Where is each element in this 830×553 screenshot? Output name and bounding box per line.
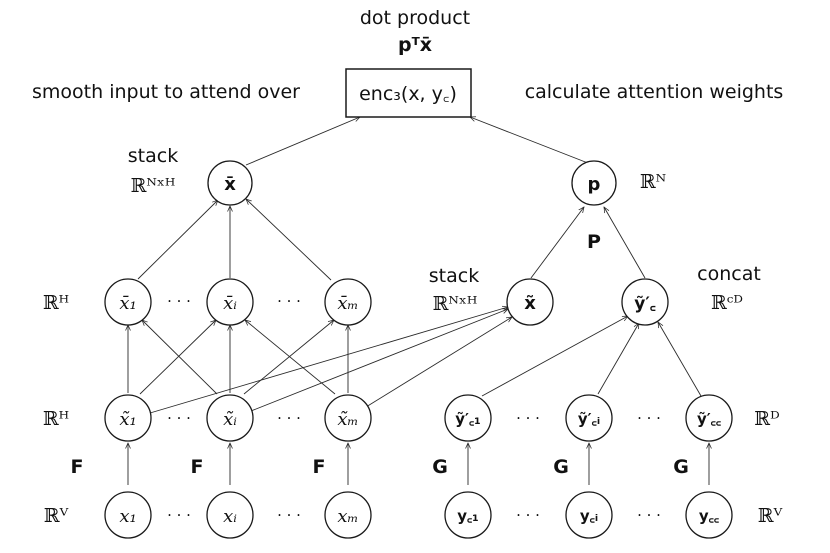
- node-xtildei-label: x̃ᵢ: [223, 409, 237, 430]
- edge-p-enc: [470, 117, 594, 166]
- node-yp-cc-label: ỹ′꜀꜀: [697, 410, 721, 428]
- h-space-row2: ℝᴴ: [43, 292, 69, 314]
- F-label-3: F: [313, 456, 326, 478]
- ellipsis-r3-c: · · ·: [516, 409, 540, 427]
- node-yprime-c: ỹ′꜀: [621, 278, 669, 326]
- stack-mid-label: stack: [429, 265, 479, 287]
- node-xbari: x̄ᵢ: [206, 278, 254, 326]
- P-label: P: [587, 231, 601, 253]
- node-y-ci: y꜀ᵢ: [565, 491, 613, 539]
- edges: [128, 117, 709, 485]
- node-x1-label: x₁: [119, 506, 136, 527]
- node-xtildem-label: x̃ₘ: [337, 409, 358, 430]
- h-space-row3: ℝᴴ: [43, 408, 69, 430]
- p-space: ℝᴺ: [640, 171, 666, 193]
- edge-xtilde-p: [530, 207, 584, 279]
- v-space-left: ℝⱽ: [44, 505, 69, 527]
- edge-xtm-xbi: [245, 320, 336, 395]
- node-y-c1-label: y꜀₁: [457, 507, 479, 525]
- edge-xbar-enc: [245, 117, 360, 166]
- G-label-3: G: [673, 456, 689, 478]
- node-y-ci-label: y꜀ᵢ: [580, 507, 598, 525]
- node-xtilde1: x̃₁: [104, 394, 152, 442]
- edge-xt1-xbi: [139, 320, 216, 395]
- header-formula: pᵀx̄: [398, 34, 432, 56]
- node-xbar1-label: x̄₁: [119, 293, 136, 314]
- edge-xbarm-xbar: [246, 199, 332, 281]
- ellipsis-r2-a: · · ·: [167, 292, 191, 310]
- ellipsis-r4-d: · · ·: [637, 506, 661, 524]
- edge-xti-xb1: [142, 320, 218, 395]
- ellipsis-r4-c: · · ·: [516, 506, 540, 524]
- node-yp-cc: ỹ′꜀꜀: [685, 394, 733, 442]
- edge-ycprime-p: [604, 207, 646, 279]
- node-xbarm-label: x̄ₘ: [337, 293, 358, 314]
- node-xi: xᵢ: [206, 491, 254, 539]
- concat-label: concat: [697, 263, 761, 285]
- node-xm: xₘ: [324, 491, 372, 539]
- node-xi-label: xᵢ: [223, 506, 237, 527]
- G-label-2: G: [553, 456, 569, 478]
- node-yp-c1-label: ỹ′꜀₁: [455, 410, 481, 428]
- F-label-2: F: [191, 456, 204, 478]
- left-caption: smooth input to attend over: [32, 81, 300, 103]
- node-xtildem: x̃ₘ: [324, 394, 372, 442]
- d-space: ℝᴰ: [754, 408, 779, 430]
- node-xm-label: xₘ: [337, 506, 358, 527]
- F-label-1: F: [71, 456, 84, 478]
- edge-xti-xtilde: [250, 309, 508, 412]
- ellipsis-r3-a: · · ·: [167, 409, 191, 427]
- G-label-1: G: [432, 456, 448, 478]
- node-xbari-label: x̄ᵢ: [223, 293, 237, 314]
- stack-top-space: ℝᴺˣᴴ: [131, 175, 176, 197]
- node-xbarm: x̄ₘ: [324, 278, 372, 326]
- node-xbar: x̄: [207, 160, 253, 206]
- edge-xbar1-xbar: [137, 200, 218, 280]
- edge-xti-xbm: [243, 320, 334, 395]
- edge-yc1-concat: [481, 316, 628, 397]
- edge-xt1-xtilde: [149, 307, 508, 414]
- enc-box-label: enc₃(x, y꜀): [359, 83, 457, 105]
- node-y-c1: y꜀₁: [444, 491, 492, 539]
- node-xtilde: x̃: [506, 278, 554, 326]
- ellipsis-r3-d: · · ·: [637, 409, 661, 427]
- node-yp-c1: ỹ′꜀₁: [444, 394, 492, 442]
- edge-ycc-concat: [658, 322, 702, 397]
- node-x1: x₁: [104, 491, 152, 539]
- node-xtilde1-label: x̃₁: [119, 409, 136, 430]
- node-xtilde-label: x̃: [524, 293, 536, 314]
- header-title: dot product: [360, 7, 470, 29]
- edge-xtm-xtilde: [365, 317, 512, 408]
- node-xtildei: x̃ᵢ: [206, 394, 254, 442]
- concat-space: ℝᶜᴰ: [711, 292, 743, 314]
- enc-box: enc₃(x, y꜀): [345, 68, 472, 118]
- node-y-cc: y꜀꜀: [685, 491, 733, 539]
- node-yprime-c-label: ỹ′꜀: [634, 294, 656, 314]
- stack-mid-space: ℝᴺˣᴴ: [433, 293, 478, 315]
- ellipsis-r4-b: · · ·: [277, 506, 301, 524]
- ellipsis-r2-b: · · ·: [277, 292, 301, 310]
- ellipsis-r3-b: · · ·: [277, 409, 301, 427]
- ellipsis-r4-a: · · ·: [167, 506, 191, 524]
- stack-top-label: stack: [128, 145, 178, 167]
- node-yp-ci: ỹ′꜀ᵢ: [565, 394, 613, 442]
- v-space-right: ℝⱽ: [758, 505, 783, 527]
- node-p: p: [571, 160, 617, 206]
- node-yp-ci-label: ỹ′꜀ᵢ: [578, 410, 600, 428]
- right-caption: calculate attention weights: [525, 81, 784, 103]
- node-xbar-label: x̄: [224, 174, 236, 195]
- node-y-cc-label: y꜀꜀: [699, 507, 719, 525]
- edge-yci-concat: [597, 323, 639, 395]
- node-xbar1: x̄₁: [104, 278, 152, 326]
- node-p-label: p: [588, 174, 601, 195]
